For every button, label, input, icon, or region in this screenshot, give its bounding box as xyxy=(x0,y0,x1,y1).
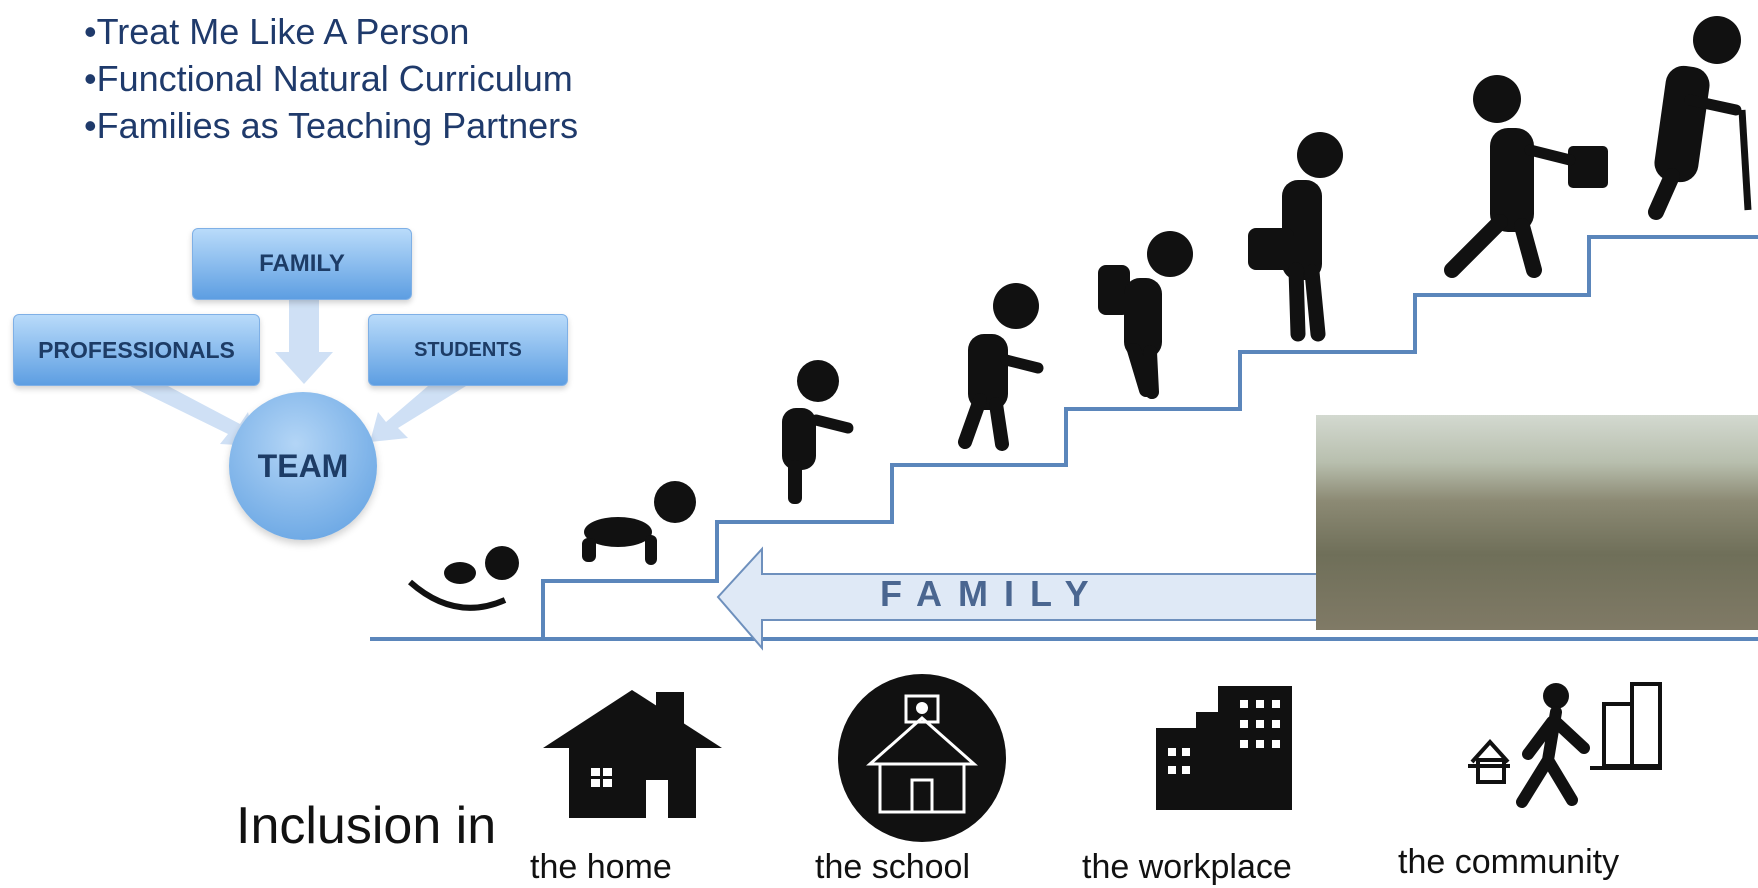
professionals-box: PROFESSIONALS xyxy=(13,314,260,386)
place-school: the school xyxy=(815,848,970,886)
staircase-line xyxy=(541,235,1758,639)
adult-bag-icon xyxy=(1248,132,1343,342)
students-box: STUDENTS xyxy=(368,314,568,386)
community-icon xyxy=(1468,682,1662,808)
family-arrow-label: FAMILY xyxy=(880,573,1105,614)
inclusion-label: Inclusion in xyxy=(236,797,497,855)
toddler-icon xyxy=(782,360,854,504)
office-buildings-icon xyxy=(1156,686,1292,810)
down-arrow-family xyxy=(275,298,333,384)
baby-crawling-icon xyxy=(582,481,696,565)
school-icon xyxy=(838,674,1006,842)
arrow-from-students xyxy=(370,386,466,442)
student-backpack-icon xyxy=(1098,231,1193,399)
house-icon xyxy=(543,690,722,818)
family-arrow xyxy=(716,546,1319,651)
worker-briefcase-icon xyxy=(1444,75,1608,278)
child-walking-icon xyxy=(958,283,1044,451)
place-home: the home xyxy=(530,848,672,886)
bullet-item: •Treat Me Like A Person xyxy=(84,11,470,52)
elder-cane-icon xyxy=(1648,16,1752,220)
team-circle: TEAM xyxy=(229,392,377,540)
baby-lying-icon xyxy=(408,546,519,611)
place-community: the community xyxy=(1398,843,1620,881)
place-workplace: the workplace xyxy=(1082,848,1292,886)
bullet-item: •Families as Teaching Partners xyxy=(84,105,579,146)
arrow-from-professionals xyxy=(130,386,256,446)
family-box: FAMILY xyxy=(192,228,412,300)
family-photo xyxy=(1316,415,1758,630)
bullet-list: •Treat Me Like A Person •Functional Natu… xyxy=(84,8,578,149)
bullet-item: •Functional Natural Curriculum xyxy=(84,58,573,99)
